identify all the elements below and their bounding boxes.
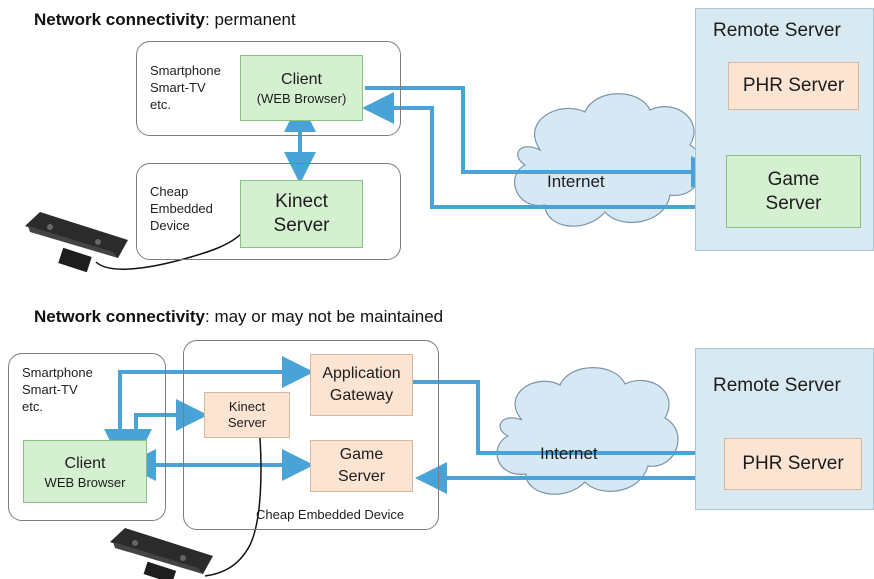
- heading-bottom-bold: Network connectivity: [34, 307, 205, 326]
- game-server-top: Game Server: [726, 155, 861, 228]
- game-line1-top: Game: [767, 168, 820, 190]
- kinect-sensor-top: [25, 212, 128, 273]
- arrow-game-to-client: [362, 92, 695, 209]
- arrow-client-to-game: [365, 86, 723, 188]
- appgw-line1-bottom: Application: [322, 365, 401, 382]
- kinect-server-top: Kinect Server: [240, 180, 363, 248]
- embedded-group-top: [136, 163, 401, 260]
- arrow-appgw-to-phr: [413, 380, 728, 469]
- kinect-line1-bottom: Kinect: [228, 399, 266, 414]
- kinect-line2-top: Server: [273, 215, 330, 236]
- internet-label-top: Internet: [547, 172, 605, 191]
- remote-server-title-bottom: Remote Server: [713, 375, 841, 396]
- game-line2-bottom: Server: [337, 468, 386, 485]
- device-group-top: [136, 41, 401, 136]
- embedded-label-bottom: Cheap Embedded Device: [256, 507, 405, 522]
- heading-bottom: Network connectivity: may or may not be …: [34, 307, 443, 327]
- phr-label-top: PHR Server: [742, 75, 845, 96]
- kinect-server-bottom: Kinect Server: [204, 392, 290, 438]
- heading-top: Network connectivity: permanent: [34, 10, 296, 30]
- embedded-label-top: Cheap Embedded Device: [150, 184, 213, 233]
- client-box-bottom: Client WEB Browser: [23, 440, 147, 503]
- internet-cloud-bottom: [496, 367, 679, 495]
- game-line2-top: Server: [765, 192, 822, 214]
- internet-label-bottom: Internet: [540, 444, 598, 463]
- embedded-group-bottom: [183, 340, 439, 530]
- kinect-sensor-bottom: [110, 528, 213, 579]
- appgw-line2-bottom: Gateway: [329, 387, 394, 404]
- client-box-top: Client (WEB Browser): [240, 55, 363, 121]
- heading-top-rest: : permanent: [205, 10, 296, 29]
- device-group-bottom: [8, 353, 166, 521]
- phr-server-top: PHR Server: [728, 62, 859, 110]
- heading-top-bold: Network connectivity: [34, 10, 205, 29]
- device-group-top-label: Smartphone Smart-TV etc.: [150, 63, 221, 112]
- client-sub-top: (WEB Browser): [256, 91, 347, 106]
- remote-server-title-top: Remote Server: [713, 20, 841, 41]
- client-sub-bottom: WEB Browser: [44, 474, 126, 490]
- kinect-cable-top: [95, 232, 243, 270]
- heading-bottom-rest: : may or may not be maintained: [205, 307, 444, 326]
- client-title-top: Client: [281, 71, 322, 88]
- game-line1-bottom: Game: [339, 446, 384, 463]
- kinect-cable-bottom: [204, 437, 262, 577]
- internet-cloud-top: [514, 93, 704, 227]
- phr-label-bottom: PHR Server: [742, 453, 844, 474]
- app-gateway-bottom: Application Gateway: [310, 354, 413, 416]
- kinect-line2-bottom: Server: [227, 415, 267, 430]
- client-title-bottom: Client: [64, 454, 106, 472]
- arrow-client-kinect: [120, 399, 208, 461]
- kinect-line1-top: Kinect: [275, 191, 328, 212]
- game-server-bottom: Game Server: [310, 440, 413, 492]
- device-group-bottom-label: Smartphone Smart-TV etc.: [22, 365, 93, 414]
- phr-server-bottom: PHR Server: [724, 438, 862, 490]
